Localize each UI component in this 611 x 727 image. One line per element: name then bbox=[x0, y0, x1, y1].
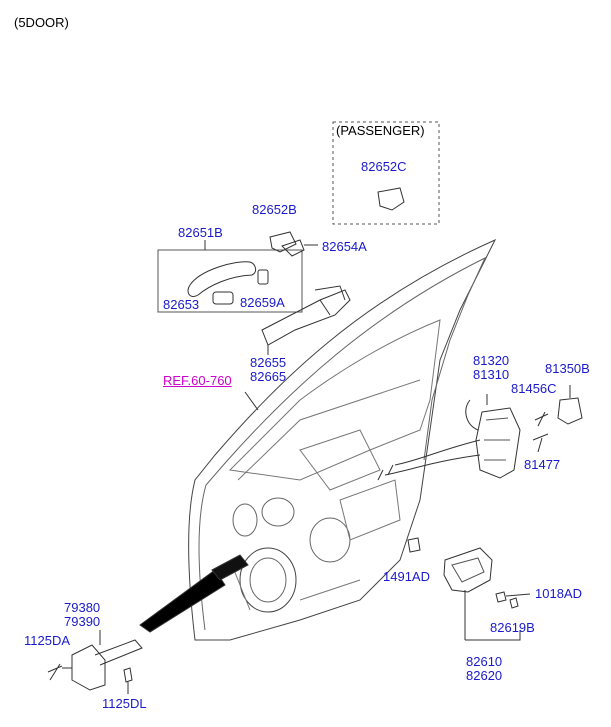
part-82620: 82620 bbox=[466, 668, 503, 683]
part-81477: 81477 bbox=[524, 457, 561, 472]
page-title: (5DOOR) bbox=[14, 15, 69, 30]
reference-label: REF.60-760 bbox=[163, 373, 232, 388]
passenger-title: (PASSENGER) bbox=[336, 123, 425, 138]
part-81310: 81310 bbox=[473, 367, 510, 382]
part-81350B: 81350B bbox=[545, 361, 590, 376]
part-79390: 79390 bbox=[64, 614, 101, 629]
part-82659A: 82659A bbox=[240, 295, 285, 310]
part-1125DL: 1125DL bbox=[102, 696, 147, 711]
part-82651B: 82651B bbox=[178, 225, 223, 240]
passenger-cap bbox=[377, 187, 405, 211]
handle-group-bracket bbox=[157, 249, 303, 313]
striker bbox=[557, 397, 583, 425]
part-1018AD: 1018AD bbox=[535, 586, 582, 601]
door-panel bbox=[188, 238, 497, 641]
outside-handle bbox=[187, 261, 257, 298]
part-82665: 82665 bbox=[250, 369, 287, 384]
part-82655: 82655 bbox=[250, 355, 287, 370]
part-82653: 82653 bbox=[163, 297, 200, 312]
door-check bbox=[71, 644, 106, 691]
part-82619B: 82619B bbox=[490, 620, 535, 635]
part-1125DA: 1125DA bbox=[24, 633, 71, 648]
handle-cap bbox=[269, 231, 297, 253]
part-82652C: 82652C bbox=[361, 159, 407, 174]
door-latch bbox=[475, 407, 521, 479]
inside-handle bbox=[443, 547, 493, 593]
check-strap bbox=[139, 569, 226, 633]
part-82654A: 82654A bbox=[322, 239, 367, 254]
part-1491AD: 1491AD bbox=[383, 569, 430, 584]
part-82610: 82610 bbox=[466, 654, 503, 669]
part-79380: 79380 bbox=[64, 600, 101, 615]
passenger-box bbox=[332, 121, 440, 225]
handle-frame bbox=[261, 289, 351, 346]
part-82652B: 82652B bbox=[252, 202, 297, 217]
part-81320: 81320 bbox=[473, 353, 510, 368]
speaker-opening bbox=[239, 547, 297, 613]
part-81456C: 81456C bbox=[511, 381, 557, 396]
